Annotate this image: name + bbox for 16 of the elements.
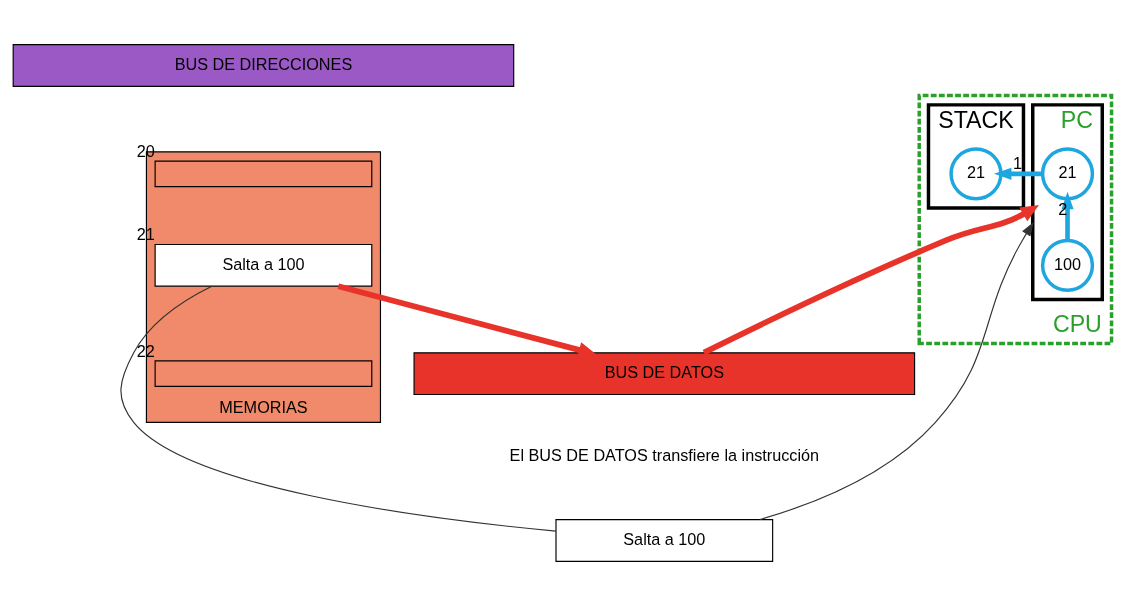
arrow [702,204,1039,355]
connector [120,285,557,532]
arrow [994,167,1043,180]
node-circle: 21 [1040,146,1095,200]
node-box: BUS DE DATOS [413,351,916,395]
label: El BUS DE DATOS transfiere la instrucción [509,445,820,464]
edge-label: 1 [1013,153,1023,172]
node-box: Salta a 100 [555,518,774,562]
arrow [759,221,1034,520]
node-bar [154,359,373,387]
node-box: Salta a 100 [154,243,373,287]
node-label: 20 [136,141,155,160]
node-bar [154,160,373,187]
node-circle: 21 [949,146,1003,200]
node-box: BUS DE DIRECCIONES [12,43,515,87]
node-circle: 100 [1040,238,1095,292]
